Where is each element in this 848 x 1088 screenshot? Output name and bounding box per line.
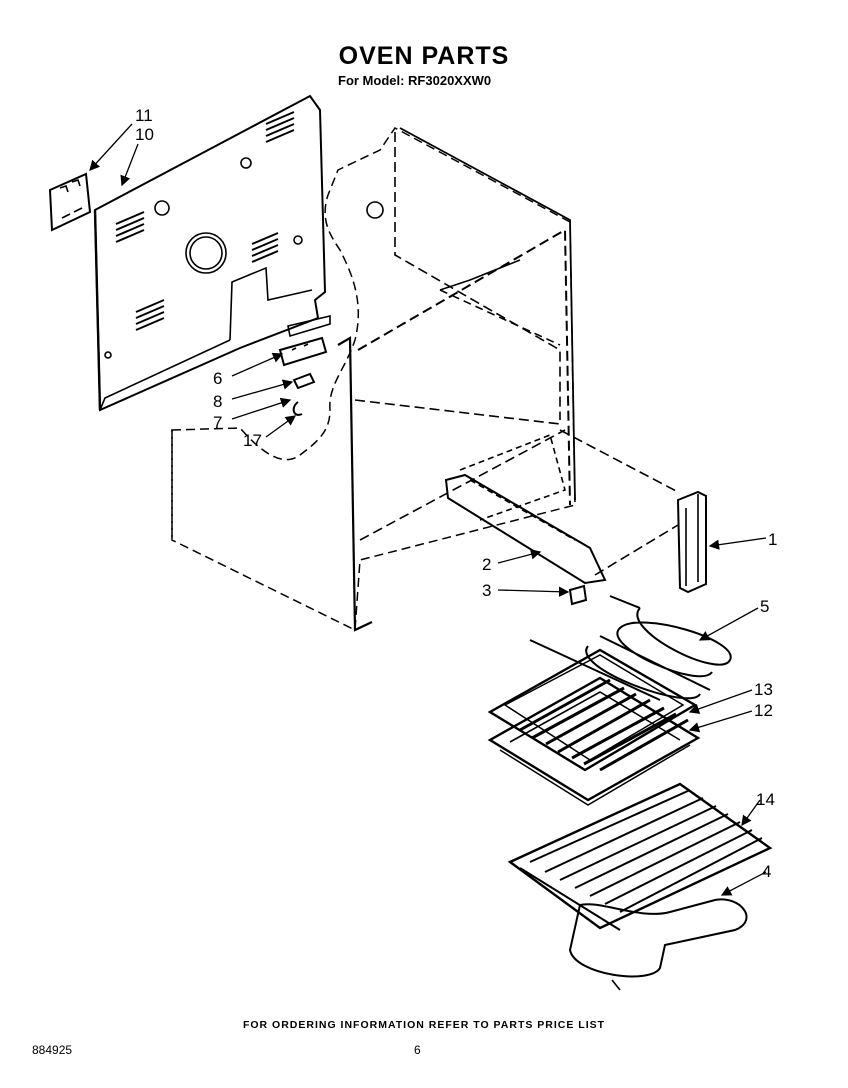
part-5-bake-element <box>585 595 732 700</box>
callout-6: 6 <box>213 369 222 388</box>
part-3-clip <box>568 584 588 606</box>
part-11-bracket <box>48 172 92 232</box>
ordering-note: FOR ORDERING INFORMATION REFER TO PARTS … <box>242 1019 606 1031</box>
callout-14: 14 <box>756 790 775 809</box>
callout-13: 13 <box>754 680 773 699</box>
part-14-oven-rack <box>507 782 773 931</box>
model-subtitle: For Model: RF3020XXW0 <box>338 73 492 88</box>
page-title: OVEN PARTS <box>338 42 510 70</box>
callout-2: 2 <box>482 555 491 574</box>
callout-1: 1 <box>768 530 777 549</box>
part-10-rear-panel <box>93 94 331 412</box>
part-17-hook <box>292 401 303 416</box>
callout-10: 10 <box>135 125 154 144</box>
leader-lines <box>89 123 767 896</box>
callout-7: 7 <box>213 413 222 432</box>
oven-cavity-frame <box>337 127 576 632</box>
part-2-bottom-rail <box>444 433 607 585</box>
page-number: 6 <box>414 1043 421 1057</box>
part-6-terminal-block <box>278 336 328 367</box>
document-number: 884925 <box>32 1043 73 1057</box>
part-4-broil-element <box>568 898 748 991</box>
part-1-side-bracket <box>559 429 707 594</box>
callout-5: 5 <box>760 597 769 616</box>
part-8-clip <box>292 372 316 390</box>
callout-12: 12 <box>754 701 773 720</box>
part-12-broiler-pan <box>487 676 701 806</box>
callout-17: 17 <box>243 431 262 450</box>
side-panel-dashed <box>171 127 576 632</box>
callout-11: 11 <box>135 106 153 125</box>
callout-8: 8 <box>213 392 222 411</box>
callout-3: 3 <box>482 581 491 600</box>
part-13-broiler-grid <box>487 639 698 772</box>
callout-4: 4 <box>762 862 771 881</box>
